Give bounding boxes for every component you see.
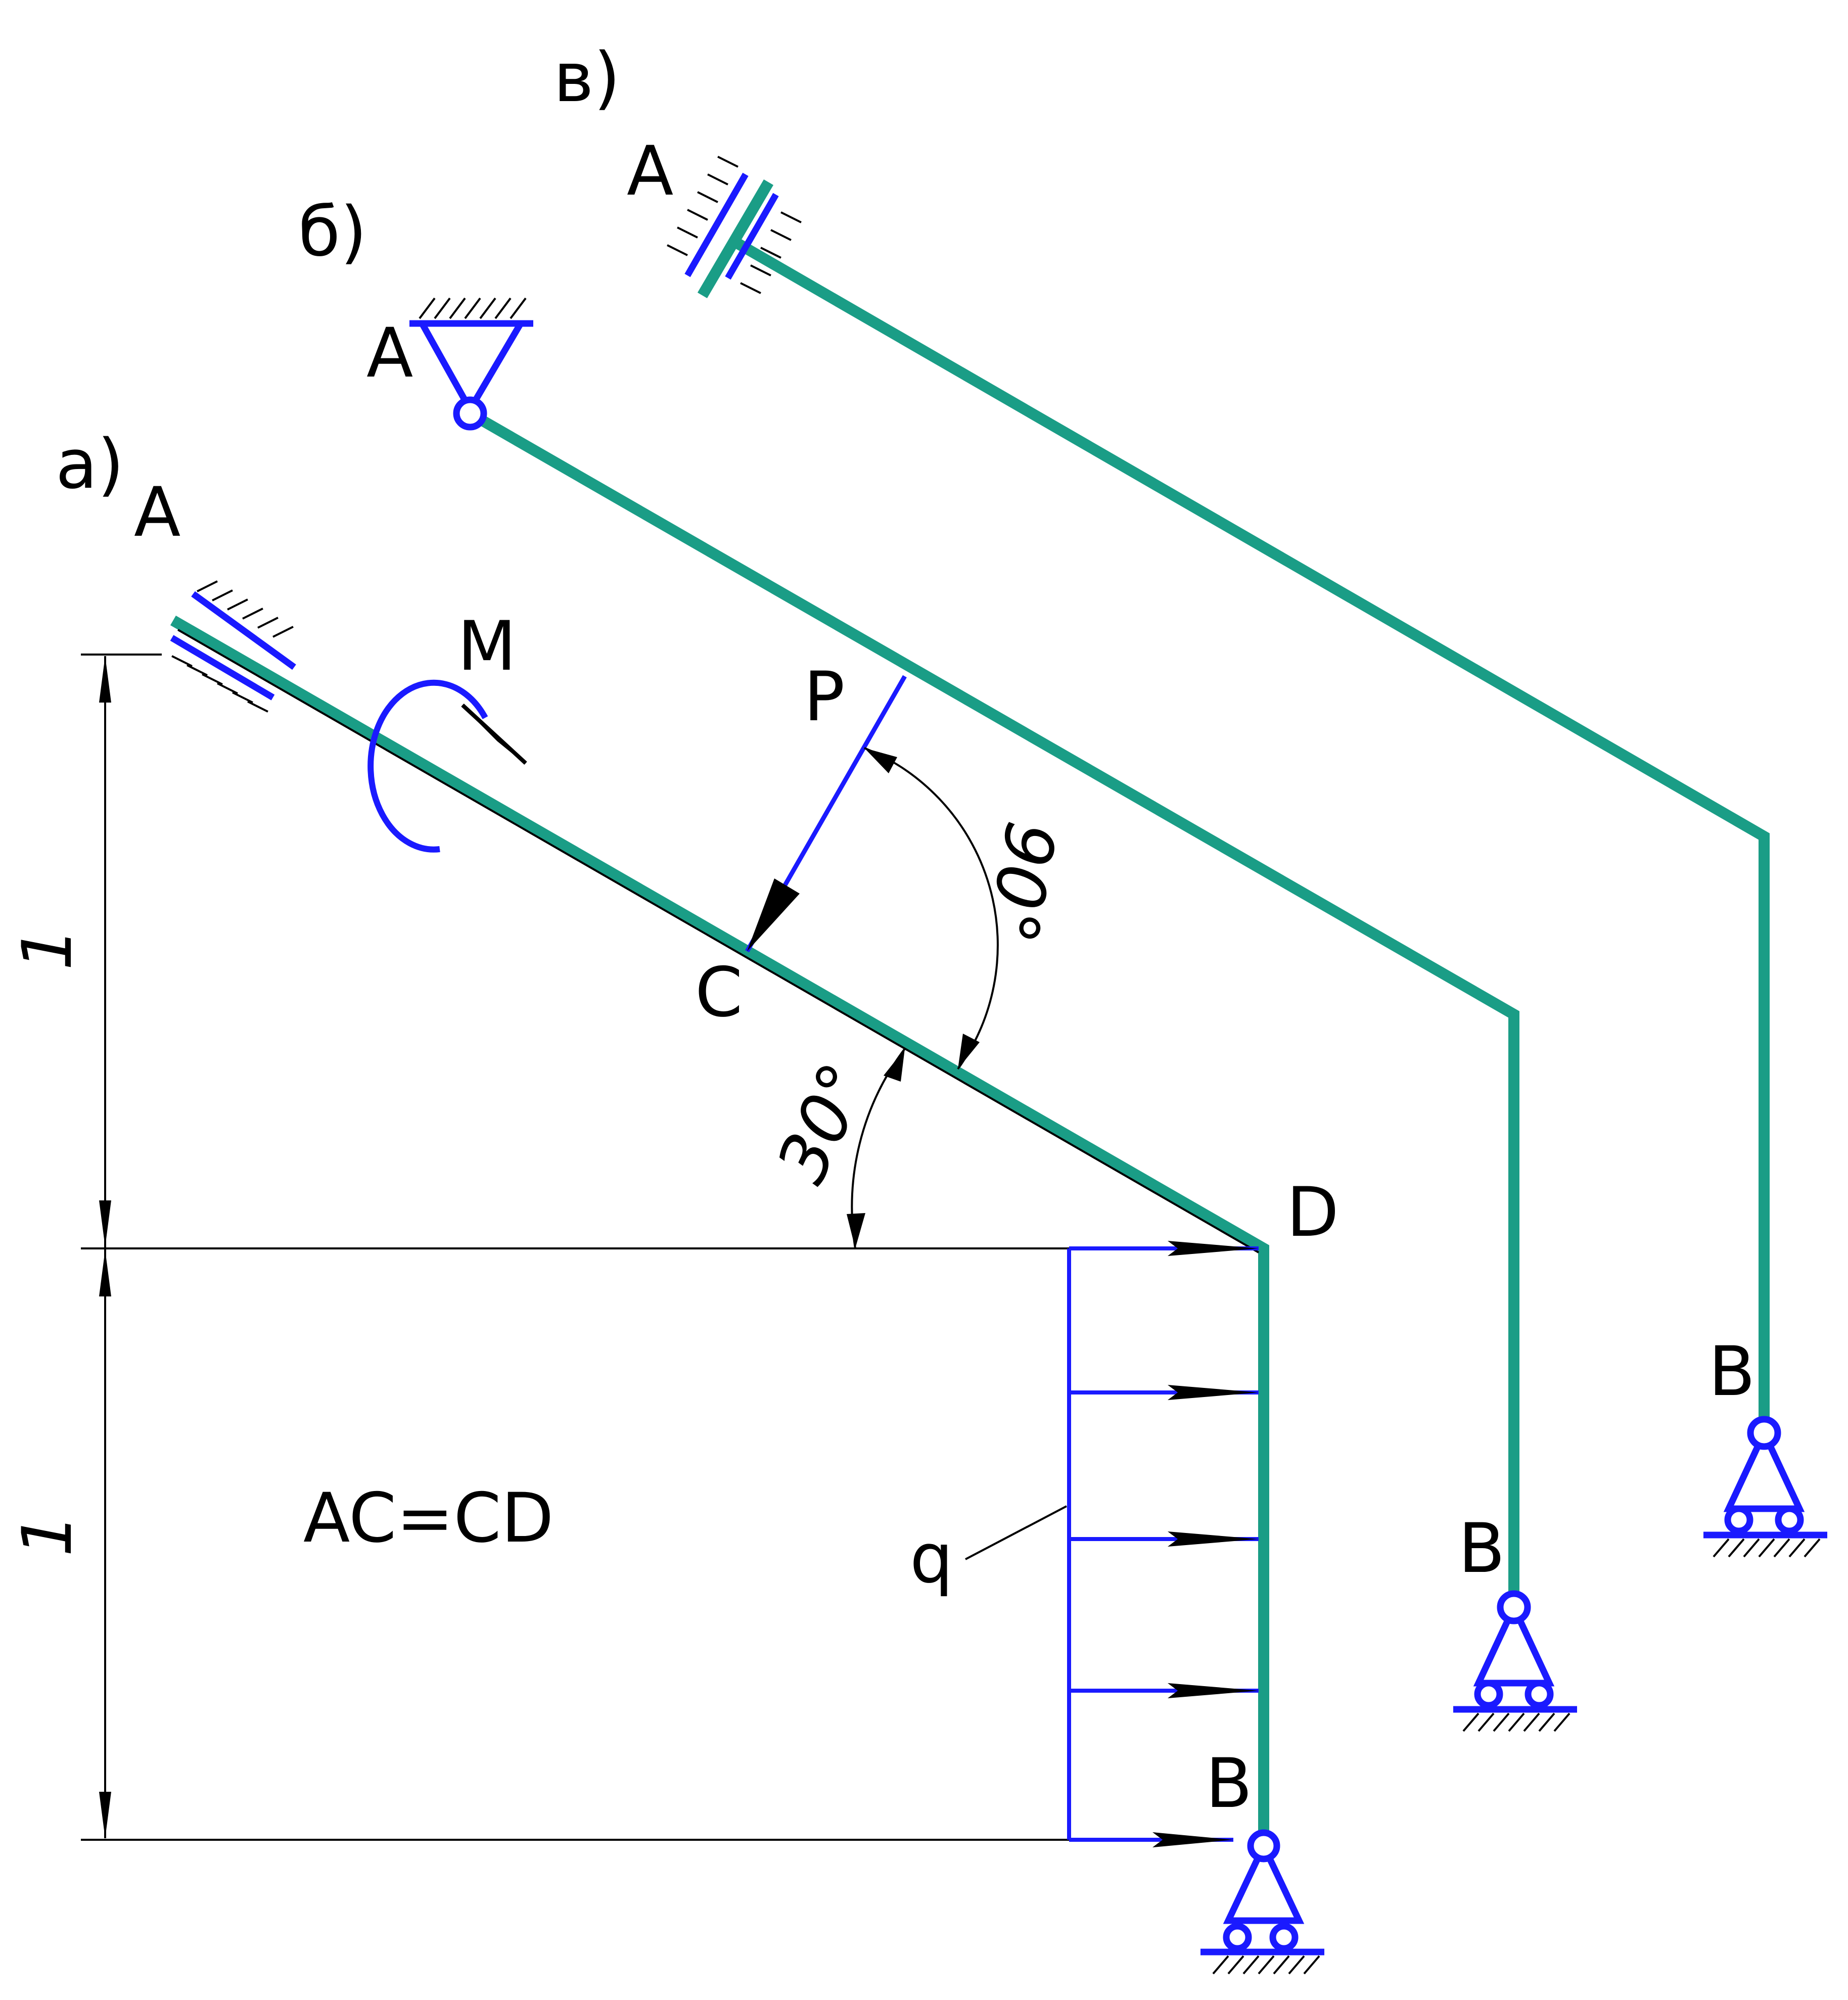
beam-a [170, 615, 1269, 1845]
label-v-point-A: A [627, 131, 673, 211]
label-dim-lower: 1 [8, 1513, 87, 1557]
beam-v [730, 236, 1770, 1426]
label-angle-30: 30° [762, 1051, 885, 1194]
roller-support-v [1703, 1416, 1827, 1558]
label-load-q: q [910, 1519, 953, 1598]
label-point-C: C [695, 953, 743, 1032]
label-force-P: P [804, 657, 845, 736]
distributed-load-q [965, 1241, 1259, 1847]
dimension-lines [81, 654, 1249, 1841]
load-arrow-4 [1069, 1683, 1259, 1698]
label-v-point-B: B [1708, 1332, 1755, 1411]
pin-support-b [409, 297, 533, 431]
label-variant-b: б) [298, 192, 367, 271]
load-arrow-5 [1069, 1832, 1233, 1847]
label-a-point-B: B [1206, 1744, 1253, 1823]
label-angle-90: 90° [972, 816, 1071, 949]
fixed-support-a [170, 580, 296, 713]
fixed-support-v [667, 156, 802, 299]
load-arrow-1 [1069, 1241, 1259, 1256]
label-dim-upper: 1 [8, 927, 87, 970]
q-leader-line [965, 1505, 1067, 1560]
label-condition: AC=CD [303, 1478, 554, 1558]
label-variant-v: в) [553, 38, 620, 117]
roller-support-b [1453, 1590, 1577, 1732]
angle-90-arc [864, 747, 999, 1070]
angle-30-arc [847, 1048, 906, 1249]
moment-arc [367, 679, 527, 853]
label-b-point-A: A [366, 313, 413, 393]
label-a-point-A: A [134, 473, 180, 552]
beam-b [462, 405, 1519, 1598]
label-moment-M: M [457, 607, 516, 686]
beam-a-centerline [177, 629, 1259, 1253]
load-arrow-2 [1069, 1385, 1259, 1400]
label-variant-a: а) [56, 425, 124, 504]
force-p-arrow [745, 675, 907, 953]
load-arrow-3 [1069, 1531, 1259, 1547]
label-point-D: D [1286, 1173, 1339, 1252]
label-b-point-B: B [1458, 1509, 1505, 1588]
roller-support-a [1200, 1829, 1324, 1975]
